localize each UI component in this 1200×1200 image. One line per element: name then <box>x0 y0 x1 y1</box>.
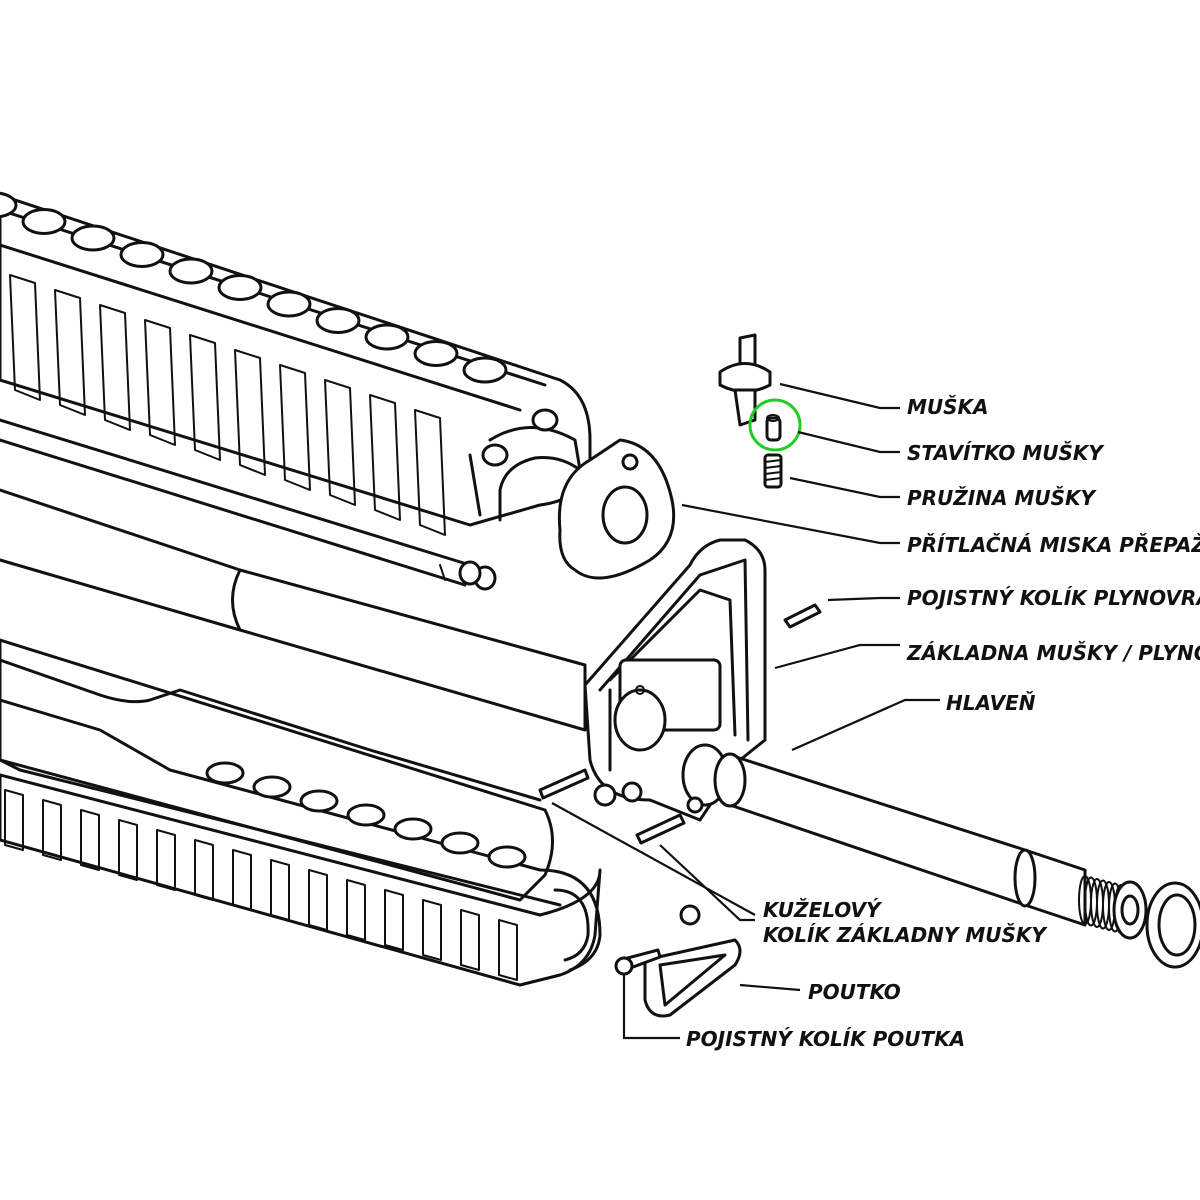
sling-swivel <box>643 904 742 1018</box>
rib <box>118 819 138 881</box>
label-zakladna-musky: ZÁKLADNA MUŠKY / PLYNOV <box>906 641 1200 665</box>
highlight-circle <box>748 398 802 452</box>
lower-handguard <box>0 638 602 987</box>
handguard-cap <box>557 438 676 580</box>
rib <box>308 869 328 931</box>
rib <box>189 334 221 461</box>
upper-handguard <box>0 191 592 536</box>
callout-labels: MUŠKA STAVÍTKO MUŠKY PRUŽINA MUŠKY PŘÍTL… <box>686 395 1200 1051</box>
washer <box>1145 881 1200 969</box>
barrel-rear <box>0 488 587 732</box>
handguard-vent-holes <box>0 191 508 384</box>
label-muska: MUŠKA <box>907 395 989 419</box>
rib <box>80 809 100 871</box>
rib <box>279 364 311 491</box>
rib <box>9 274 41 401</box>
gas-tube-roll-pin <box>783 603 822 629</box>
vent-hole <box>413 340 459 367</box>
rib <box>232 849 252 911</box>
label-pojistny-kolik-poutka: POJISTNÝ KOLÍK POUTKA <box>686 1027 965 1051</box>
sight-spring <box>763 453 783 489</box>
rib <box>346 879 366 941</box>
vent-hole <box>462 356 508 384</box>
vent-hole <box>217 274 263 301</box>
vent-hole <box>299 789 339 813</box>
rib <box>99 304 131 431</box>
vent-hole <box>266 290 312 318</box>
sight-detent <box>765 414 782 442</box>
vent-hole <box>168 257 214 285</box>
barrel-front <box>713 752 1148 940</box>
vent-hole <box>346 803 386 827</box>
label-kuzelovy: KUŽELOVÝ <box>763 898 883 922</box>
label-kolik-zakladny-musky: KOLÍK ZÁKLADNY MUŠKY <box>763 923 1048 947</box>
rib <box>42 799 62 861</box>
vent-hole <box>0 191 18 219</box>
label-stavitko-musky: STAVÍTKO MUŠKY <box>907 441 1105 465</box>
rib <box>414 409 446 536</box>
rib <box>156 829 176 891</box>
lower-handguard-vent-holes <box>205 761 527 869</box>
swivel-pin <box>614 948 662 976</box>
vent-hole <box>315 307 361 334</box>
vent-hole <box>393 817 433 841</box>
taper-pins <box>538 768 686 845</box>
vent-hole <box>119 241 165 268</box>
rib <box>144 319 176 446</box>
vent-hole <box>205 761 245 785</box>
handguard-ribs <box>9 274 446 536</box>
label-pritlacna-miska: PŘÍTLAČNÁ MISKA PŘEPAŽBÍ <box>907 533 1200 557</box>
rib <box>4 789 24 851</box>
rib <box>422 899 442 961</box>
rib <box>194 839 214 901</box>
label-poutko: POUTKO <box>808 980 901 1004</box>
vent-hole <box>252 775 292 799</box>
rib <box>270 859 290 921</box>
leader-lines <box>551 382 940 1040</box>
vent-hole <box>487 845 527 869</box>
vent-hole <box>364 323 410 351</box>
vent-hole <box>21 208 67 235</box>
gas-tube <box>0 418 497 591</box>
label-hlaven: HLAVEŇ <box>946 691 1036 715</box>
rib <box>54 289 86 416</box>
vent-hole <box>70 224 116 252</box>
rib <box>369 394 401 521</box>
label-pojistny-kolik-plynovratny: POJISTNÝ KOLÍK PLYNOVRATN <box>907 586 1200 610</box>
front-sight-base <box>583 538 767 822</box>
rib <box>498 919 518 981</box>
rib <box>460 909 480 971</box>
front-sight-post <box>718 333 772 427</box>
rib <box>384 889 404 951</box>
vent-hole <box>440 831 480 855</box>
lower-handguard-ribs <box>4 789 518 981</box>
label-pruzina-musky: PRUŽINA MUŠKY <box>907 486 1097 510</box>
rib <box>234 349 266 476</box>
rib <box>324 379 356 506</box>
